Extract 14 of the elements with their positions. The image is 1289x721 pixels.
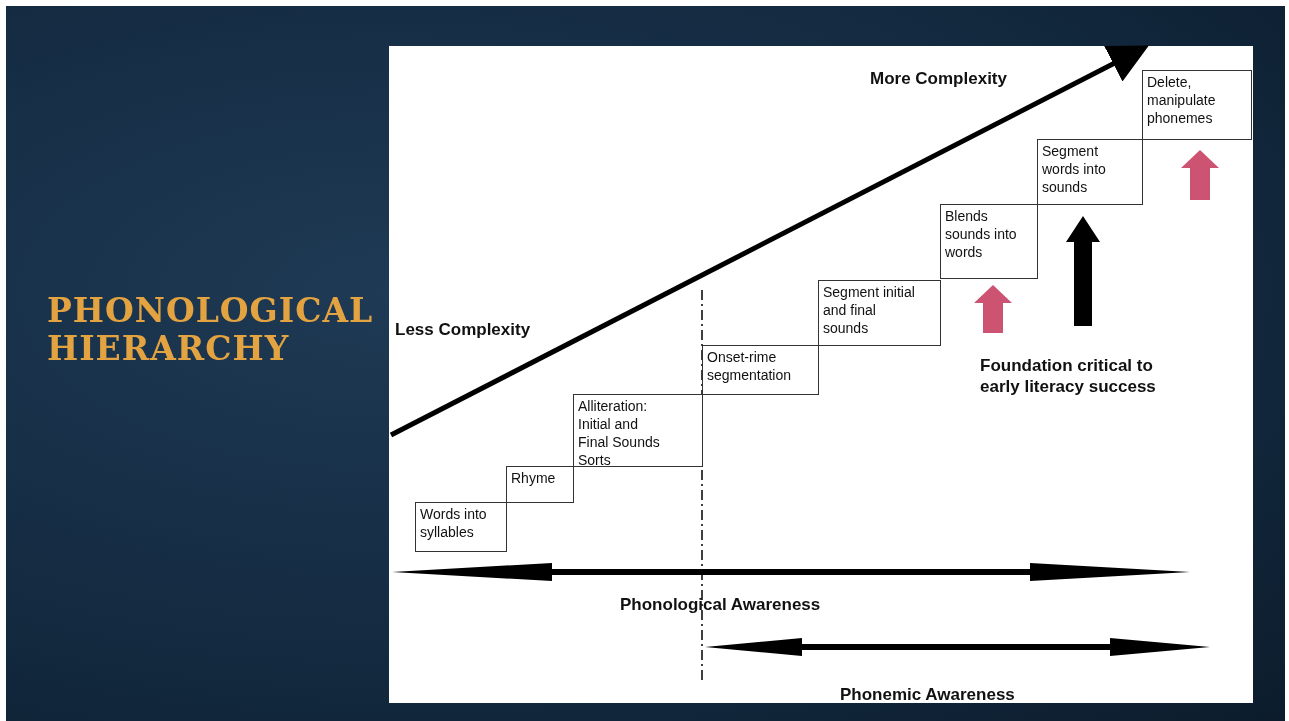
step-box: Delete, manipulate phonemes [1142, 70, 1252, 140]
step-box: Segment initial and final sounds [818, 280, 941, 346]
annotation-label: Phonemic Awareness [840, 684, 1016, 705]
annotation-label: Foundation critical to early literacy success [980, 355, 1157, 397]
step-box: Words into syllables [415, 502, 507, 552]
step-box: Onset-rime segmentation [702, 345, 819, 395]
step-box: Segment words into sounds [1037, 139, 1143, 205]
slide-title: PHONOLOGICAL HIERARCHY [47, 292, 375, 368]
annotation-label: Less Complexity [395, 319, 532, 340]
step-box: Alliteration: Initial and Final Sounds Sorts [573, 394, 703, 467]
annotation-label: Phonological Awareness [620, 594, 822, 615]
annotation-label: More Complexity [870, 68, 1008, 89]
step-box: Blends sounds into words [940, 204, 1038, 279]
step-box: Rhyme [506, 466, 574, 503]
